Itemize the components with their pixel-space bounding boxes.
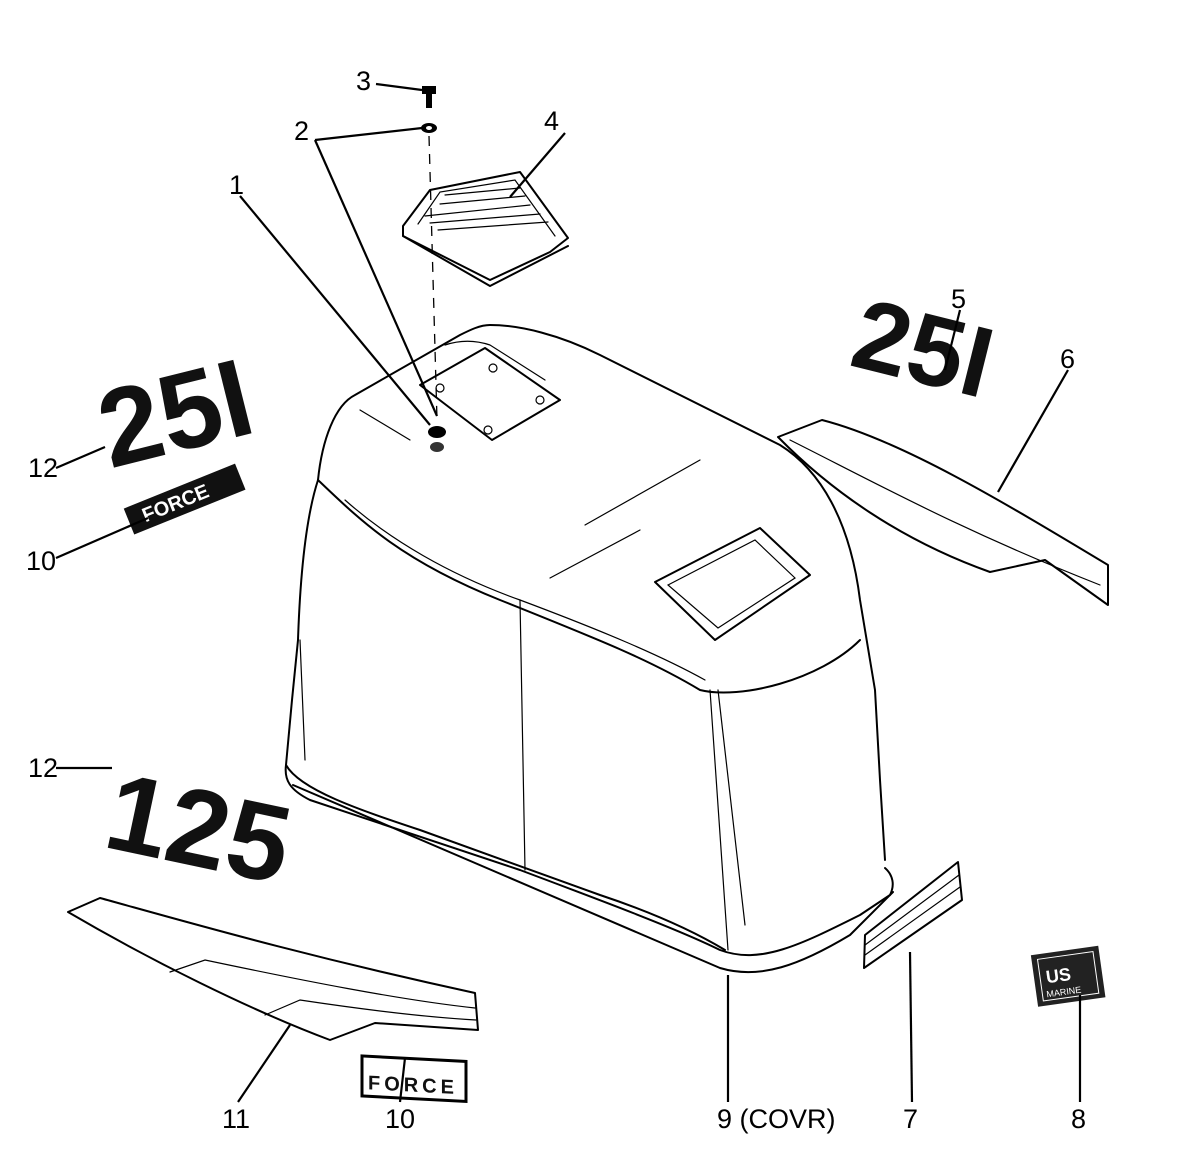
- model-decal-25i-right: 25I: [842, 277, 1004, 419]
- leader-lines: [55, 82, 1082, 1103]
- callout-12-upper: 12: [28, 453, 58, 483]
- callout-6: 6: [1060, 344, 1075, 374]
- engine-cover: [284, 324, 894, 974]
- svg-text:MARINE: MARINE: [1046, 985, 1082, 1000]
- screw-part-3: [422, 86, 436, 108]
- us-badge-part-8: US MARINE: [1030, 945, 1106, 1007]
- stripe-decal-part-11: [67, 897, 479, 1041]
- washer-part-2: [421, 123, 437, 133]
- vent-cover-part-4: [402, 171, 569, 287]
- svg-text:US: US: [1045, 964, 1073, 987]
- model-decal-25i-left: 25I: [86, 335, 264, 491]
- callout-10-upper: 10: [26, 546, 56, 576]
- callout-9-covr: 9 (COVR): [717, 1104, 836, 1134]
- brand-decal-lower: FORCE: [360, 1054, 468, 1104]
- svg-text:FORCE: FORCE: [139, 480, 212, 527]
- callout-3: 3: [356, 66, 371, 96]
- callout-4: 4: [544, 106, 559, 136]
- callout-11: 11: [222, 1104, 250, 1134]
- callout-2: 2: [294, 116, 309, 146]
- stripe-decal-part-6: [777, 419, 1109, 606]
- callout-8: 8: [1071, 1104, 1086, 1134]
- stripe-decal-part-7: [863, 861, 963, 969]
- model-decal-125: 125: [96, 749, 301, 907]
- callout-7: 7: [903, 1104, 918, 1134]
- callout-12-lower: 12: [28, 753, 58, 783]
- svg-text:FORCE: FORCE: [368, 1072, 458, 1099]
- callout-10-lower: 10: [385, 1104, 415, 1134]
- callout-5: 5: [951, 284, 966, 314]
- callout-1: 1: [229, 170, 244, 200]
- assembly-centerline: [428, 135, 438, 421]
